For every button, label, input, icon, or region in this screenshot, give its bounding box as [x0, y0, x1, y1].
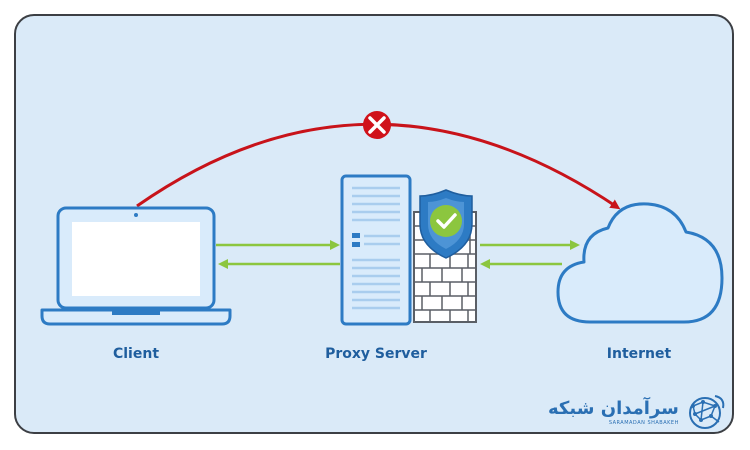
client-label: Client: [112, 346, 160, 362]
proxy-server-label: Proxy Server: [325, 346, 427, 362]
proxy-internet-arrows: [480, 240, 580, 269]
brand-logo: سرآمدان شبکه SARAMADAN SHABAKEH: [548, 394, 727, 432]
blocked-x-icon: [363, 111, 391, 139]
server-icon: [340, 174, 412, 326]
brand-globe-icon: [688, 395, 725, 429]
brand-subtitle: SARAMADAN SHABAKEH: [608, 420, 679, 426]
proxy-diagram: [40, 111, 724, 326]
diagram-frame: Client Proxy Server Internet سرآمدان شبک…: [14, 14, 734, 434]
brand-name: سرآمدان شبکه: [548, 398, 679, 419]
brand-text: سرآمدان شبکه SARAMADAN SHABAKEH: [548, 398, 679, 427]
shield-check-icon: [419, 189, 473, 259]
cloud-icon: [556, 202, 724, 324]
internet-label: Internet: [606, 346, 672, 362]
client-proxy-arrows: [216, 240, 340, 269]
laptop-icon: [40, 206, 232, 326]
